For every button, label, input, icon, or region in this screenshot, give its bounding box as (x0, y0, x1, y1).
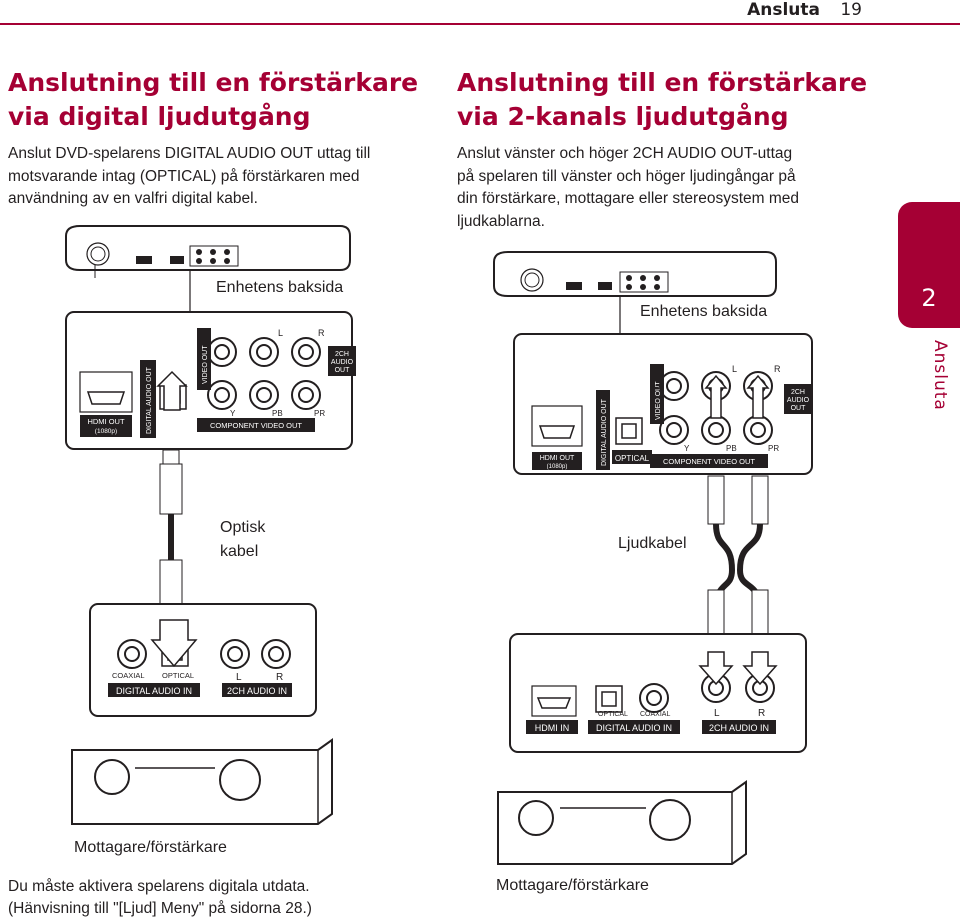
right-digital-label: DIGITAL AUDIO OUT (601, 398, 608, 466)
left-title: Anslutning till en förstärkare via digit… (8, 66, 418, 134)
left-title-line2: via digital ljudutgång (8, 102, 311, 131)
left-2ch-line1: 2CH (335, 351, 349, 358)
left-component-label: COMPONENT VIDEO OUT (210, 421, 302, 430)
header-rule (0, 23, 960, 25)
left-body-line1: Anslut DVD-spelarens DIGITAL AUDIO OUT u… (8, 145, 371, 162)
right-hdmi-sub: (1080p) (547, 464, 568, 470)
left-amp-panel: COAXIAL OPTICAL L R DIGITAL AUDIO IN 2CH… (89, 603, 317, 717)
left-pb-label: PB (272, 409, 283, 418)
right-amp-panel: OPTICAL COAXIAL L R HDMI IN DIGITAL AUDI… (509, 633, 807, 753)
right-player-unit (493, 251, 777, 297)
right-body: Anslut vänster och höger 2CH AUDIO OUT-u… (457, 143, 799, 233)
left-digital-label: DIGITAL AUDIO OUT (146, 366, 153, 434)
left-cable-label-line1: Optisk (220, 519, 266, 536)
right-receiver (497, 780, 747, 865)
right-l-label: L (732, 364, 737, 374)
left-player-unit (65, 225, 351, 278)
right-connection-diagram: Enhetens baksida HDMI OUT (1080p) DIGITA… (493, 251, 813, 894)
right-pr-label: PR (768, 444, 779, 453)
right-2ch-line2: AUDIO (787, 397, 810, 404)
right-amp-optical: OPTICAL (598, 711, 628, 718)
left-cable-label-line2: kabel (220, 543, 258, 560)
left-2ch-line2: AUDIO (331, 359, 354, 366)
left-r-label: R (318, 328, 325, 338)
right-hdmi-label: HDMI OUT (540, 455, 575, 462)
left-receiver-label: Mottagare/förstärkare (74, 839, 227, 856)
page-number: 19 (840, 0, 862, 20)
left-body: Anslut DVD-spelarens DIGITAL AUDIO OUT u… (8, 143, 370, 211)
left-y-label: Y (230, 409, 236, 418)
left-pr-label: PR (314, 409, 325, 418)
left-receiver (71, 738, 333, 825)
right-amp-2ch-in: 2CH AUDIO IN (709, 723, 769, 733)
left-l-label: L (278, 328, 283, 338)
right-amp-hdmi-in: HDMI IN (535, 723, 570, 733)
right-receiver-label: Mottagare/förstärkare (496, 877, 649, 894)
chapter-number: 2 (921, 284, 937, 312)
right-body-line1: Anslut vänster och höger 2CH AUDIO OUT-u… (457, 145, 793, 162)
left-amp-digital-in: DIGITAL AUDIO IN (116, 686, 192, 696)
right-title-line2: via 2-kanals ljudutgång (457, 102, 789, 131)
chapter-tab: 2 (898, 202, 960, 328)
right-title: Anslutning till en förstärkare via 2-kan… (457, 66, 867, 134)
left-player-panel: HDMI OUT (1080p) DIGITAL AUDIO OUT VIDEO… (65, 311, 356, 450)
right-body-line4: ljudkablarna. (457, 212, 545, 230)
chapter-label: Ansluta (930, 340, 950, 411)
left-connection-diagram: Enhetens baksida HDMI OUT (1080p) DIGITA… (65, 225, 356, 856)
right-audio-cable (704, 374, 770, 639)
right-amp-l: L (714, 708, 720, 719)
right-r-label: R (774, 364, 781, 374)
left-amp-2ch-in: 2CH AUDIO IN (227, 686, 287, 696)
right-video-label: VIDEO OUT (655, 381, 662, 420)
left-amp-l: L (236, 672, 242, 683)
left-hdmi-label: HDMI OUT (87, 417, 124, 426)
left-amp-r: R (276, 672, 283, 683)
left-optical-cable (156, 370, 188, 641)
right-player-panel: HDMI OUT (1080p) DIGITAL AUDIO OUT OPTIC… (513, 333, 813, 475)
right-amp-r: R (758, 708, 765, 719)
right-optical-label: OPTICAL (615, 454, 650, 463)
left-2ch-line3: OUT (335, 367, 351, 374)
right-body-line2: på spelaren till vänster och höger ljudi… (457, 167, 796, 185)
right-cable-label: Ljudkabel (618, 535, 687, 552)
right-component-label: COMPONENT VIDEO OUT (663, 457, 755, 466)
left-video-label: VIDEO OUT (202, 345, 209, 384)
left-note-line1: Du måste aktivera spelarens digitala utd… (8, 878, 310, 895)
running-header-section: Ansluta (747, 0, 820, 20)
right-y-label: Y (684, 444, 690, 453)
left-amp-coaxial: COAXIAL (112, 671, 145, 680)
right-amp-digital-in: DIGITAL AUDIO IN (596, 723, 672, 733)
left-body-line2: motsvarande intag (OPTICAL) på förstärka… (8, 167, 360, 185)
right-pb-label: PB (726, 444, 737, 453)
right-amp-coaxial: COAXIAL (640, 711, 670, 718)
left-rear-label: Enhetens baksida (216, 279, 343, 296)
right-body-line3: din förstärkare, mottagare eller stereos… (457, 190, 799, 207)
right-2ch-line1: 2CH (791, 389, 805, 396)
right-2ch-line3: OUT (791, 405, 807, 412)
left-title-line1: Anslutning till en förstärkare (8, 68, 419, 97)
left-note: Du måste aktivera spelarens digitala utd… (8, 876, 312, 920)
right-title-line1: Anslutning till en förstärkare (457, 68, 868, 97)
left-body-line3: användning av en valfri digital kabel. (8, 190, 258, 207)
right-rear-label: Enhetens baksida (640, 303, 767, 320)
left-amp-optical: OPTICAL (162, 671, 194, 680)
left-note-line2: (Hänvisning till "[Ljud] Meny" på sidorn… (8, 900, 312, 917)
left-hdmi-sub: (1080p) (95, 428, 117, 435)
